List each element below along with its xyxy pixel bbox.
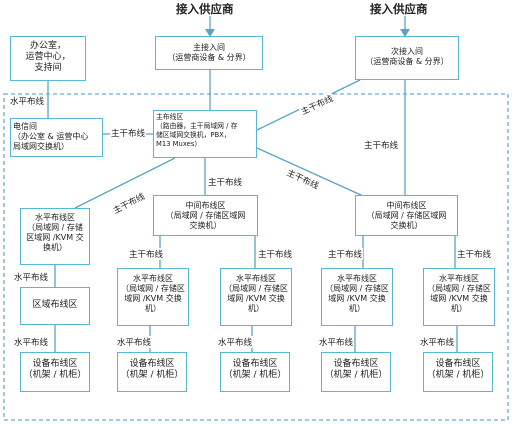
- cable-label-horizontal: 水平布线: [419, 336, 456, 348]
- telecom-room: 电信间 （办公室 & 运营中心 局域网交换机）: [10, 118, 103, 157]
- equipment-distribution-1-label: 设备布线区 （机架 / 机柜）: [120, 359, 184, 380]
- cable-label-backbone: 主干布线: [257, 248, 294, 260]
- zone-distribution-area: 区域布线区: [20, 287, 90, 325]
- data-center-boundary: [3, 93, 509, 421]
- zone-distribution-label: 区域布线区: [32, 300, 78, 310]
- main-entrance-label: 主接入间 （运营商设备 & 分界）: [167, 43, 251, 62]
- main-distribution-label: 主布线区 （路由器，主干局域网 / 存 储区域网交换机，PBX， M13 Mux…: [156, 113, 238, 148]
- secondary-entrance-label: 次接入间 （运营商设备 & 分界）: [365, 47, 449, 66]
- arrow-head-left-provider: [205, 29, 215, 37]
- horizontal-distribution-2-label: 水平布线区 （局域网 / 存储区 域网 /KVM 交换 机）: [224, 274, 288, 313]
- equipment-distribution-1: 设备布线区 （机架 / 机柜）: [117, 352, 187, 392]
- arrow-head-right-provider: [400, 29, 410, 37]
- cable-label-backbone: 主干布线: [207, 176, 244, 188]
- provider-right-label: 接入供应商: [370, 2, 428, 16]
- equipment-distribution-4: 设备布线区 （机架 / 机柜）: [423, 352, 493, 392]
- main-distribution-area: 主布线区 （路由器，主干局域网 / 存 储区域网交换机，PBX， M13 Mux…: [153, 110, 257, 158]
- intermediate-distribution-right: 中间布线区 （局域网 / 存储区域网 交换机）: [355, 195, 458, 236]
- intermediate-distribution-left: 中间布线区 （局域网 / 存储区域网 交换机）: [153, 195, 258, 236]
- equipment-distribution-2-label: 设备布线区 （机架 / 机柜）: [223, 359, 287, 380]
- equipment-distribution-left-label: 设备布线区 （机架 / 机柜）: [23, 359, 87, 380]
- horizontal-distribution-4-label: 水平布线区 （局域网 / 存储区 域网 /KVM 交换 机）: [427, 274, 491, 313]
- telecom-room-label: 电信间 （办公室 & 运营中心 局域网交换机）: [13, 122, 89, 151]
- cable-label-backbone: 主干布线: [110, 127, 147, 139]
- secondary-entrance-room: 次接入间 （运营商设备 & 分界）: [355, 36, 459, 80]
- cable-label-horizontal: 水平布线: [13, 336, 50, 348]
- arrow-heads: [205, 29, 410, 37]
- equipment-distribution-3-label: 设备布线区 （机架 / 机柜）: [324, 359, 388, 380]
- horizontal-distribution-1-label: 水平布线区 （局域网 / 存储区 域网 /KVM 交换 机）: [121, 274, 185, 313]
- cable-label-horizontal: 水平布线: [116, 336, 153, 348]
- intermediate-distribution-right-label: 中间布线区 （局域网 / 存储区域网 交换机）: [366, 201, 447, 230]
- cable-label-backbone: 主干布线: [363, 139, 400, 151]
- office-room-label: 办公室， 运营中心， 支持间: [25, 41, 71, 73]
- horizontal-distribution-left: 水平布线区 （局域网 / 存储 区域网 /KVM 交 换机）: [20, 208, 90, 265]
- equipment-distribution-3: 设备布线区 （机架 / 机柜）: [321, 352, 391, 392]
- horizontal-distribution-2: 水平布线区 （局域网 / 存储区 域网 /KVM 交换 机）: [220, 268, 292, 326]
- cable-label-backbone: 主干布线: [128, 248, 165, 260]
- cable-label-horizontal: 水平布线: [13, 271, 50, 283]
- cable-label-horizontal: 水平布线: [318, 336, 355, 348]
- cable-label-backbone: 主干布线: [327, 248, 364, 260]
- equipment-distribution-4-label: 设备布线区 （机架 / 机柜）: [426, 359, 490, 380]
- equipment-distribution-left: 设备布线区 （机架 / 机柜）: [20, 352, 90, 392]
- intermediate-distribution-left-label: 中间布线区 （局域网 / 存储区域网 交换机）: [165, 201, 246, 230]
- provider-left-label: 接入供应商: [176, 2, 234, 16]
- horizontal-distribution-left-label: 水平布线区 （局域网 / 存储 区域网 /KVM 交 换机）: [26, 213, 84, 252]
- horizontal-distribution-3-label: 水平布线区 （局域网 / 存储区 域网 /KVM 交换 机）: [325, 274, 389, 313]
- equipment-distribution-2: 设备布线区 （机架 / 机柜）: [220, 352, 290, 392]
- horizontal-distribution-4: 水平布线区 （局域网 / 存储区 域网 /KVM 交换 机）: [423, 268, 495, 326]
- office-room: 办公室， 运营中心， 支持间: [10, 36, 86, 81]
- cable-label-horizontal: 水平布线: [9, 95, 46, 107]
- cable-label-backbone: 主干布线: [456, 248, 493, 260]
- main-entrance-room: 主接入间 （运营商设备 & 分界）: [155, 36, 263, 70]
- cable-label-horizontal: 水平布线: [217, 336, 254, 348]
- horizontal-distribution-1: 水平布线区 （局域网 / 存储区 域网 /KVM 交换 机）: [117, 268, 189, 326]
- horizontal-distribution-3: 水平布线区 （局域网 / 存储区 域网 /KVM 交换 机）: [321, 268, 393, 326]
